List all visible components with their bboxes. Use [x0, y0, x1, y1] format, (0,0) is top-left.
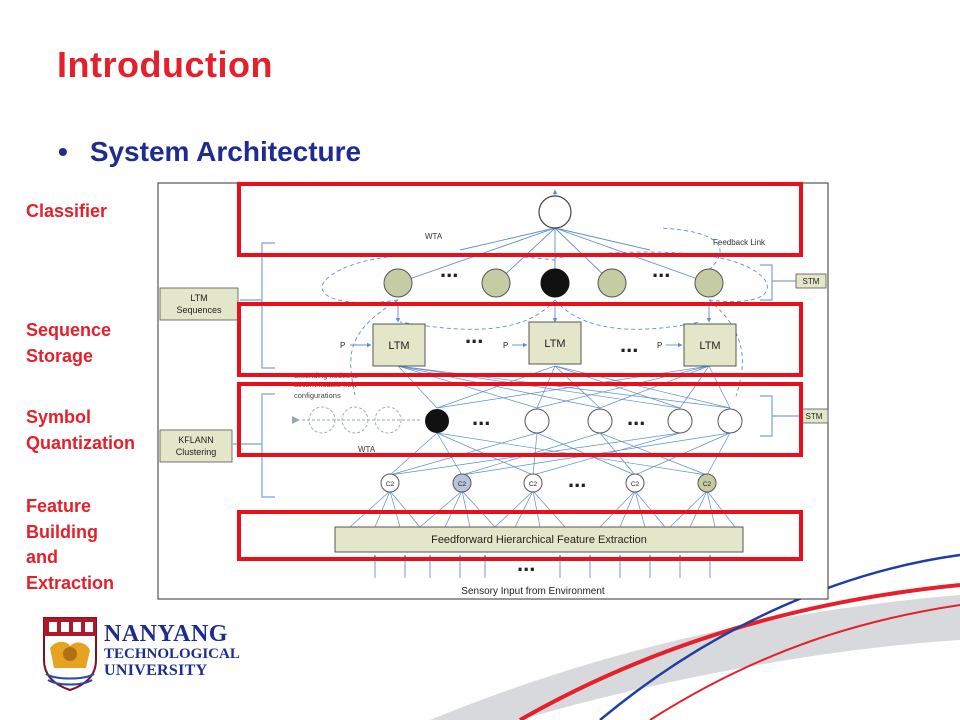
ltm-box-label: LTM — [699, 340, 720, 352]
ltm-box-label: LTM — [388, 340, 409, 352]
ltm-sequences-line1: LTM — [190, 293, 207, 303]
c2-layer — [380, 473, 717, 493]
label-feature-line4: Extraction — [26, 572, 115, 593]
ellipsis: ... — [472, 405, 490, 430]
ellipsis: ... — [517, 551, 535, 576]
potential-nodes — [300, 406, 420, 434]
stm-node — [481, 268, 511, 298]
c2-node — [697, 473, 717, 493]
label-sequence-line2: Storage — [26, 345, 94, 366]
extending-note-line3: configurations — [294, 391, 341, 400]
label-sequence-storage: Sequence Storage — [26, 318, 111, 369]
label-feature-line1: Feature — [26, 496, 92, 516]
sequence-highlight — [237, 302, 803, 377]
feature-highlight — [237, 510, 803, 561]
symbol-node — [524, 408, 550, 434]
sensory-input-label: Sensory Input from Environment — [461, 586, 605, 597]
label-classifier: Classifier — [26, 199, 107, 225]
label-classifier-text: Classifier — [26, 201, 108, 221]
ellipsis: ... — [465, 323, 483, 348]
symbol-highlight — [237, 382, 803, 457]
stm-top-label: STM — [803, 277, 820, 286]
highlight-boxes — [237, 182, 803, 561]
ellipsis: ... — [568, 467, 586, 492]
symbol-node-active — [425, 409, 449, 433]
classifier-node — [538, 195, 572, 229]
kflann-line1: KFLANN — [178, 435, 214, 445]
stm-node — [694, 268, 724, 298]
ltm-sequences-line2: Sequences — [176, 305, 222, 315]
c2-label: C2 — [631, 481, 640, 488]
c2-node — [380, 473, 400, 493]
wta-top-label: WTA — [425, 232, 443, 241]
symbol-node — [717, 408, 743, 434]
ltm-box-label: LTM — [544, 338, 565, 350]
stm-node-active — [540, 268, 570, 298]
ellipsis: ... — [620, 332, 638, 357]
bullet-item: • System Architecture — [58, 136, 361, 168]
ellipsis: ... — [627, 405, 645, 430]
p-label: P — [340, 341, 345, 350]
feature-c2-links — [349, 490, 736, 528]
stm-node — [597, 268, 627, 298]
slide-title: Introduction — [57, 44, 273, 85]
bullet-text: System Architecture — [89, 136, 362, 167]
ellipsis: ... — [652, 257, 670, 282]
wta-bottom-label: WTA — [358, 445, 376, 454]
ltm-box — [372, 323, 426, 367]
c2-node — [523, 473, 543, 493]
kflann-line2: Clustering — [176, 447, 217, 457]
label-symbol-line1: Symbol — [26, 407, 92, 427]
feedback-link-label: Feedback Link — [713, 238, 766, 247]
c2-label: C2 — [458, 481, 467, 488]
label-feature-line3: and — [26, 547, 59, 567]
bullet-dot: • — [58, 136, 68, 167]
label-symbol-quantization: Symbol Quantization — [26, 405, 135, 456]
label-symbol-line2: Quantization — [26, 432, 135, 453]
classifier-highlight — [237, 182, 803, 257]
c2-node — [625, 473, 645, 493]
c2-label: C2 — [386, 481, 395, 488]
ltm-box — [683, 323, 737, 367]
label-feature-line2: Building — [26, 521, 98, 542]
ltm-box — [528, 321, 582, 365]
feature-extraction-label: Feedforward Hierarchical Feature Extract… — [431, 534, 647, 546]
c2-node — [452, 473, 472, 493]
ellipsis: ... — [440, 257, 458, 282]
symbol-node — [587, 408, 613, 434]
label-feature-extraction: Feature Building and Extraction — [26, 494, 114, 596]
stm-box-top — [795, 273, 827, 289]
symbol-node — [667, 408, 693, 434]
stm-bottom-label: STM — [806, 412, 823, 421]
p-label: P — [503, 341, 508, 350]
kflann-box — [159, 429, 233, 463]
c2-label: C2 — [529, 481, 538, 488]
c2-label: C2 — [703, 481, 712, 488]
label-sequence-line1: Sequence — [26, 320, 112, 340]
feature-extraction-box — [334, 526, 744, 553]
ltm-sequences-box — [159, 287, 239, 321]
decorative-swooshes — [430, 553, 960, 720]
diagram-brackets — [233, 242, 800, 498]
p-label: P — [657, 341, 662, 350]
stm-node — [383, 268, 413, 298]
extend-arrow — [292, 416, 300, 424]
